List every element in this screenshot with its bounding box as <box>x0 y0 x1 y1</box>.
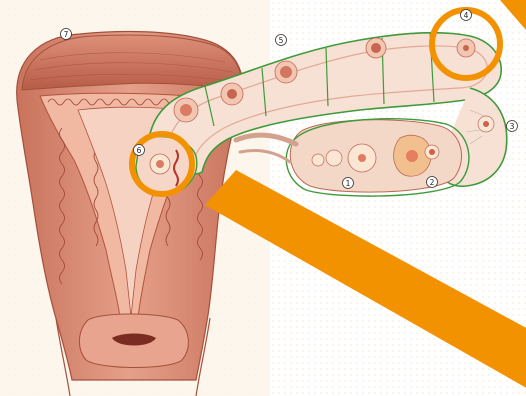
marker-6: 6 <box>134 145 145 156</box>
marker-6-text: 6 <box>137 146 142 155</box>
marker-3: 3 <box>507 121 518 132</box>
marker-7-text: 7 <box>64 30 69 39</box>
marker-2: 2 <box>427 177 438 188</box>
marker-7: 7 <box>61 29 72 40</box>
marker-4: 4 <box>461 10 472 21</box>
ampulla-cell-nucleus <box>483 121 489 127</box>
marker-1-text: 1 <box>346 179 351 188</box>
marker-2-text: 2 <box>430 178 435 187</box>
marker-1: 1 <box>343 178 354 189</box>
marker-4-text: 4 <box>464 11 469 20</box>
marker-5: 5 <box>276 35 287 46</box>
marker-3-text: 3 <box>510 122 515 131</box>
marker-5-text: 5 <box>279 36 284 45</box>
